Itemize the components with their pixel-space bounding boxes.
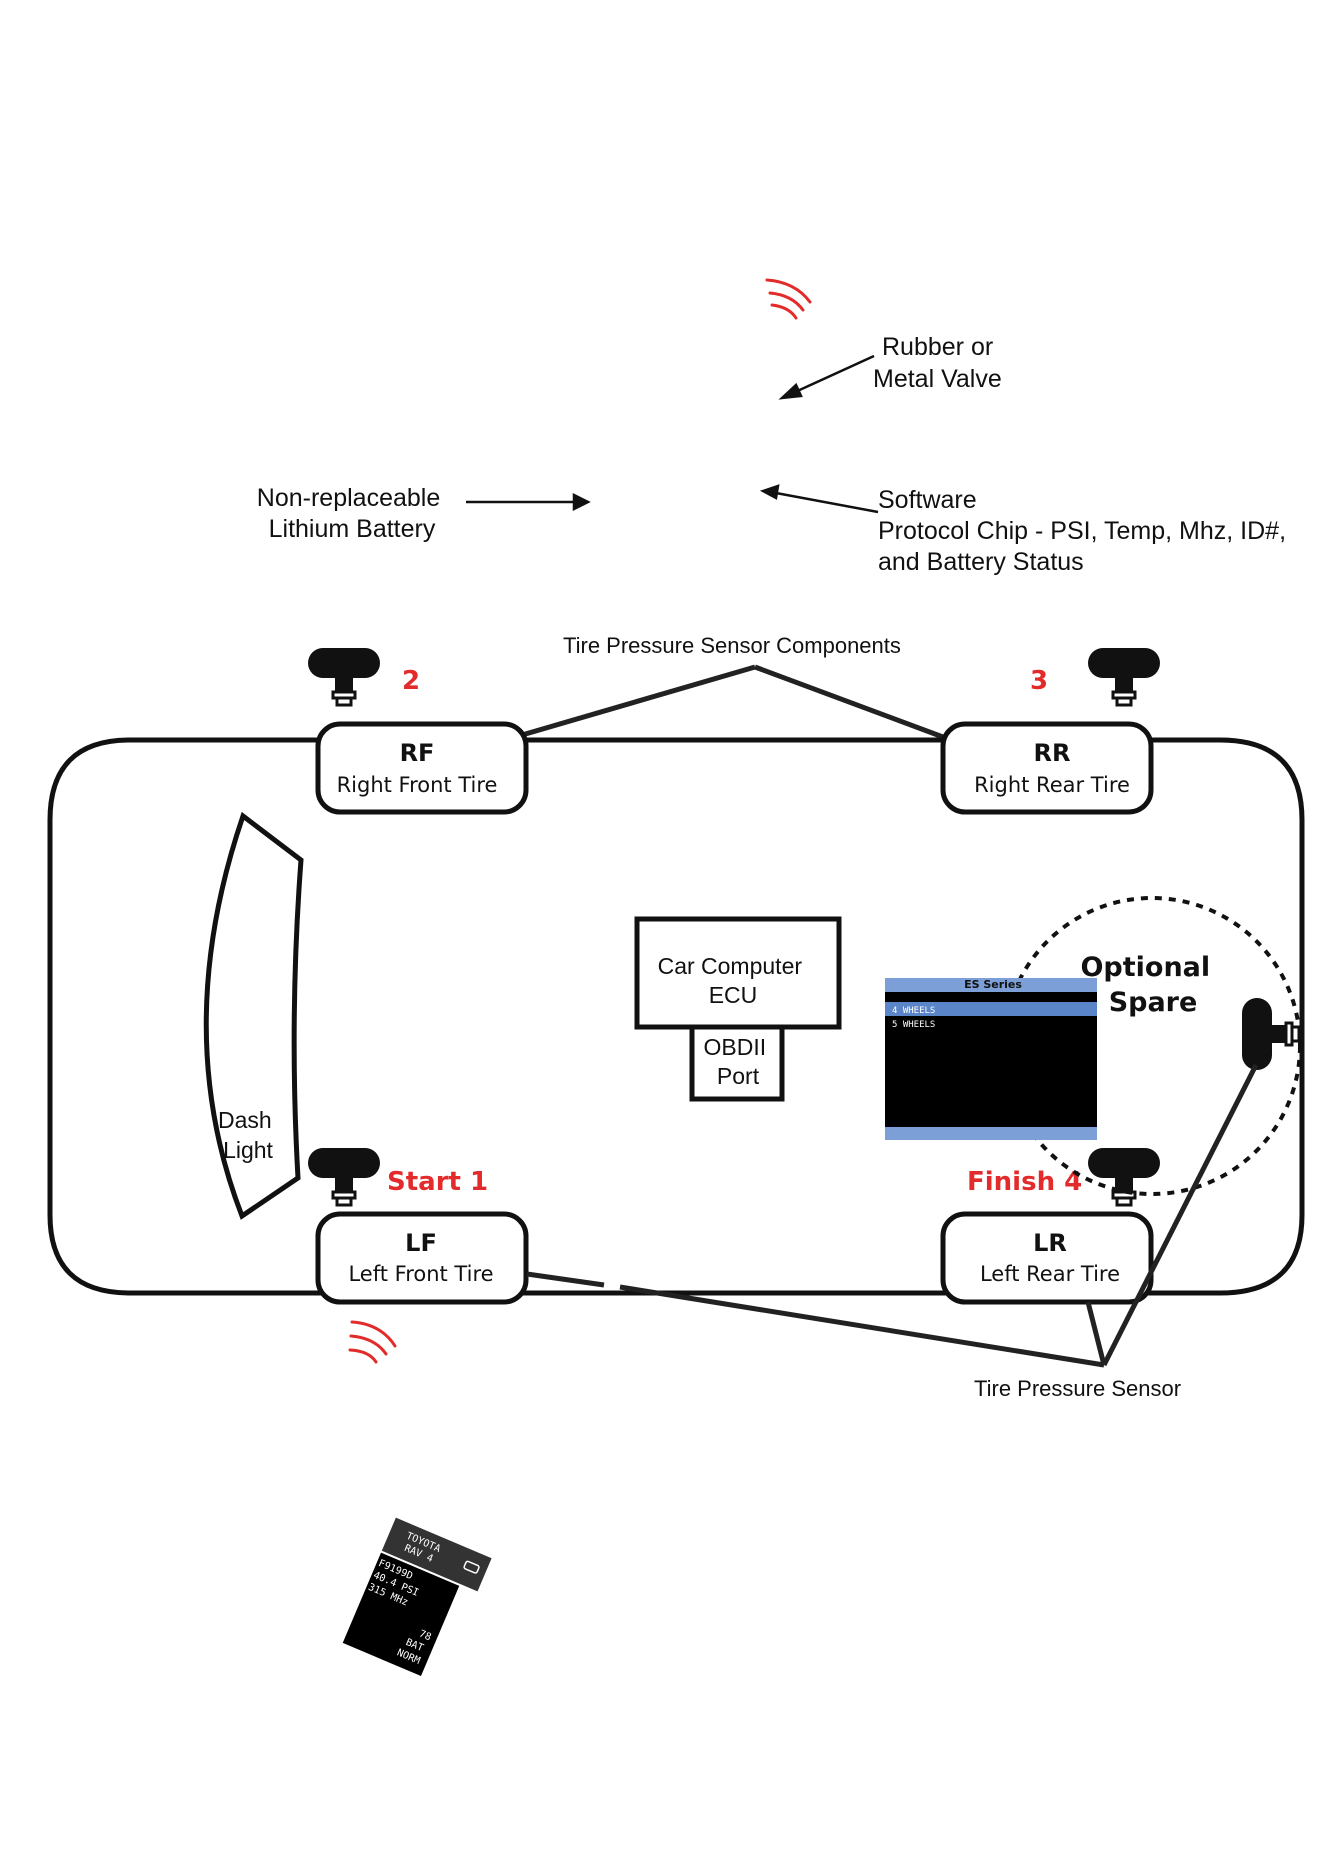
tire-box-lr: LR Left Rear Tire [940, 1211, 1154, 1305]
tire-box-rr: RR Right Rear Tire [940, 721, 1154, 815]
ecu-box: Car Computer ECU [634, 916, 842, 1030]
tire-sensor-icon [1088, 1148, 1160, 1207]
signal-waves-icon [765, 278, 812, 320]
windshield [203, 811, 304, 1220]
step-3-label: 3 [1030, 666, 1048, 696]
tire-box-lf: LF Left Front Tire [315, 1211, 529, 1305]
svg-text:78: 78 [417, 1629, 432, 1644]
tire-sensor-icon [308, 1148, 380, 1207]
svg-text:Right Rear Tire: Right Rear Tire [974, 773, 1130, 797]
spare-label: Optional Spare [1080, 952, 1219, 1018]
svg-text:Left Front Tire: Left Front Tire [348, 1262, 493, 1286]
tool-screen-option: 4 WHEELS [892, 1006, 935, 1016]
software-label: Software Protocol Chip - PSI, Temp, Mhz,… [878, 486, 1293, 576]
svg-text:LF: LF [405, 1229, 437, 1257]
tire-sensor-icon [308, 648, 380, 707]
obd-port-box: OBDII Port [689, 1024, 785, 1102]
tire-sensor-icon [1088, 648, 1160, 707]
components-label: Tire Pressure Sensor Components [563, 633, 901, 658]
tool-screen-title: ES Series [964, 978, 1022, 991]
step-start-label: Start 1 [387, 1167, 488, 1197]
svg-text:Car Computer ECU: Car Computer ECU [658, 953, 809, 1008]
battery-label: Non-replaceable Lithium Battery [257, 484, 447, 543]
sensor-lines [526, 1063, 1259, 1368]
spare-sensor-icon [1242, 998, 1301, 1070]
battery-arrow [466, 492, 591, 512]
car-body [47, 737, 1305, 1296]
svg-text:Left Rear Tire: Left Rear Tire [980, 1262, 1120, 1286]
svg-text:LR: LR [1033, 1229, 1067, 1257]
rubber-valve-label: Rubber or Metal Valve [873, 333, 1002, 393]
handheld-display: TOYOTA RAV 4 F9199D 40.4 PSI 315 MHz 78 … [342, 1517, 492, 1677]
sensor-label: Tire Pressure Sensor [974, 1376, 1181, 1401]
step-2-label: 2 [402, 666, 420, 696]
svg-text:Right Front Tire: Right Front Tire [337, 773, 498, 797]
svg-text:RF: RF [400, 739, 435, 767]
svg-text:OBDII Port: OBDII Port [703, 1034, 772, 1089]
svg-text:RR: RR [1034, 739, 1071, 767]
step-finish-label: Finish 4 [967, 1167, 1082, 1197]
signal-waves-icon [348, 1320, 397, 1364]
spare-label-bg [1088, 945, 1220, 1015]
software-arrow [759, 484, 879, 514]
components-lines [521, 664, 944, 740]
tool-screen-option: 5 WHEELS [892, 1020, 935, 1030]
dash-light-label: Dash Light [218, 1107, 278, 1163]
tool-screen: ES Series 4 WHEELS 5 WHEELS [885, 978, 1097, 1140]
tire-box-rf: RF Right Front Tire [315, 721, 529, 815]
valve-arrow [778, 354, 875, 400]
battery-icon [463, 1560, 480, 1574]
tool-screen-selection [885, 1002, 1097, 1016]
